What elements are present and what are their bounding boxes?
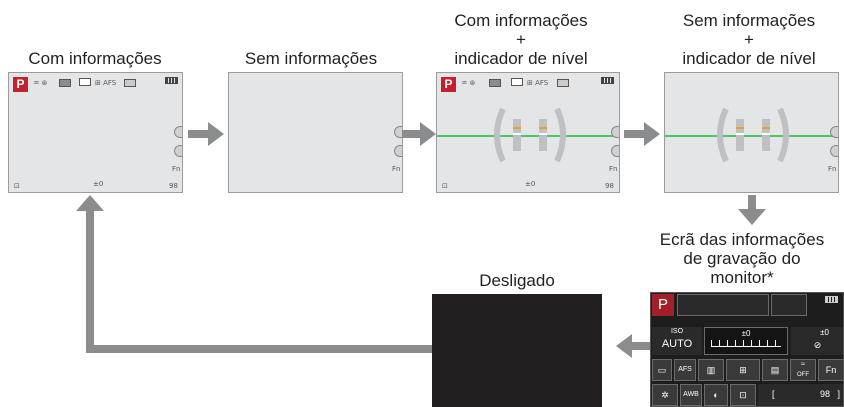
level-line: [437, 135, 619, 137]
battery-icon: [165, 77, 178, 84]
fn-icon: Fn: [172, 165, 181, 173]
level-gauge: [717, 107, 789, 163]
panel-awb-cell: AWB: [680, 384, 702, 406]
arrow-right-icon: [624, 122, 660, 146]
wifi-icon: ≈: [801, 361, 805, 368]
panel-top-field-1: [677, 294, 769, 316]
label-monitor-2: de gravação do: [683, 249, 801, 268]
panel-photo-style-cell: ✲: [652, 384, 678, 406]
side-icon-2: [174, 145, 182, 157]
panel-exposure-value: ±0: [741, 329, 751, 338]
metering-icon: ⊡: [14, 182, 20, 190]
side-icon-2: [830, 145, 838, 157]
panel-fn-cell: Fn: [818, 359, 843, 381]
drive-icon: [557, 79, 569, 87]
panel-count: 98: [819, 389, 830, 399]
label-com-informacoes: Com informações: [28, 49, 162, 68]
label-sem-nivel-1: Sem informações: [682, 11, 816, 30]
shot-count: 98: [169, 182, 178, 190]
return-arrow-icon: [76, 195, 432, 353]
fn-icon: Fn: [828, 165, 837, 173]
label-sem-nivel-3: indicador de nível: [682, 49, 816, 68]
panel-top-field-2: [771, 294, 807, 316]
panel-metering-cell: ⊡: [730, 384, 756, 406]
panel-flash-cell: ±0 ⊘: [791, 327, 843, 355]
screen-no-info: Fn: [228, 72, 403, 193]
label-sem-informacoes: Sem informações: [244, 49, 378, 68]
panel-exposure-cell: ±0: [704, 327, 788, 355]
panel-drive-cell: ▭: [652, 359, 672, 381]
panel-idynamic-cell: ◐: [704, 384, 728, 406]
panel-iso-cell: ISO AUTO: [652, 327, 702, 355]
arrow-right-icon: [402, 122, 436, 146]
flash-icon: ⊘: [813, 340, 822, 350]
mode-badge: P: [13, 77, 28, 92]
quality-icon: [489, 79, 501, 87]
label-monitor-3: monitor*: [710, 268, 774, 287]
status-icons: ♒ ⊛: [461, 79, 476, 87]
size-icon: [79, 78, 91, 86]
panel-af-area-cell: ⊞: [726, 359, 760, 381]
fn-icon: Fn: [609, 165, 618, 173]
af-icon: ⊞ AFS: [95, 79, 117, 87]
label-monitor-1: Ecrã das informações: [659, 230, 825, 249]
screen-no-info-level: Fn: [664, 72, 839, 193]
exposure-scale-icon: [711, 340, 781, 347]
shot-count: 98: [605, 182, 614, 190]
monitor-info-panel: P ISO AUTO ±0 ±0 ⊘ ▭ AFS ▥ ⊞ ▤ ≈ OFF Fn …: [650, 292, 844, 407]
label-com-nivel-2: +: [516, 30, 526, 49]
panel-wifi-cell: ≈ OFF: [790, 359, 816, 381]
exposure-value: ±0: [93, 180, 104, 188]
arrow-down-icon: [738, 195, 766, 225]
mode-badge: P: [441, 77, 456, 92]
fn-icon: Fn: [392, 165, 401, 173]
label-com-nivel-1: Com informações: [454, 11, 588, 30]
level-gauge: [494, 107, 566, 163]
screen-with-info: P ♒ ⊛ ⊞ AFS Fn ⊡ ±0 98: [8, 72, 183, 193]
arrow-right-icon: [188, 122, 224, 146]
drive-icon: [124, 79, 136, 87]
af-icon: ⊞ AFS: [527, 79, 549, 87]
panel-wifi-off: OFF: [797, 372, 809, 378]
panel-mode-badge: P: [652, 294, 674, 316]
panel-iso-label: ISO: [670, 328, 684, 335]
side-icon-1: [830, 126, 838, 138]
side-icon-2: [394, 145, 402, 157]
panel-size-cell: ▤: [762, 359, 788, 381]
side-icon-1: [174, 126, 182, 138]
panel-iso-value: AUTO: [661, 338, 693, 350]
exposure-value: ±0: [525, 180, 536, 188]
arrow-left-icon: [616, 334, 652, 358]
panel-afs-cell: AFS: [674, 359, 696, 381]
panel-bracket-close: ]: [837, 389, 840, 399]
size-icon: [511, 78, 523, 86]
label-com-nivel-3: indicador de nível: [454, 49, 588, 68]
label-sem-nivel-2: +: [744, 30, 754, 49]
quality-icon: [59, 79, 71, 87]
battery-icon: [601, 77, 614, 84]
panel-battery-icon: [825, 296, 838, 303]
status-icons: ♒ ⊛: [33, 79, 48, 87]
screen-off: [432, 294, 602, 407]
metering-icon: ⊡: [442, 182, 448, 190]
label-desligado: Desligado: [479, 271, 555, 290]
side-icon-1: [394, 126, 402, 138]
panel-count-cell: [ 98 ]: [758, 384, 843, 406]
panel-flash-value: ±0: [820, 328, 829, 337]
screen-with-info-level: P ♒ ⊛ ⊞ AFS Fn ⊡ ±0 98: [436, 72, 620, 193]
panel-bracket-open: [: [772, 389, 775, 399]
side-icon-1: [611, 126, 619, 138]
side-icon-2: [611, 145, 619, 157]
level-line: [665, 135, 838, 137]
panel-quality-cell: ▥: [698, 359, 724, 381]
